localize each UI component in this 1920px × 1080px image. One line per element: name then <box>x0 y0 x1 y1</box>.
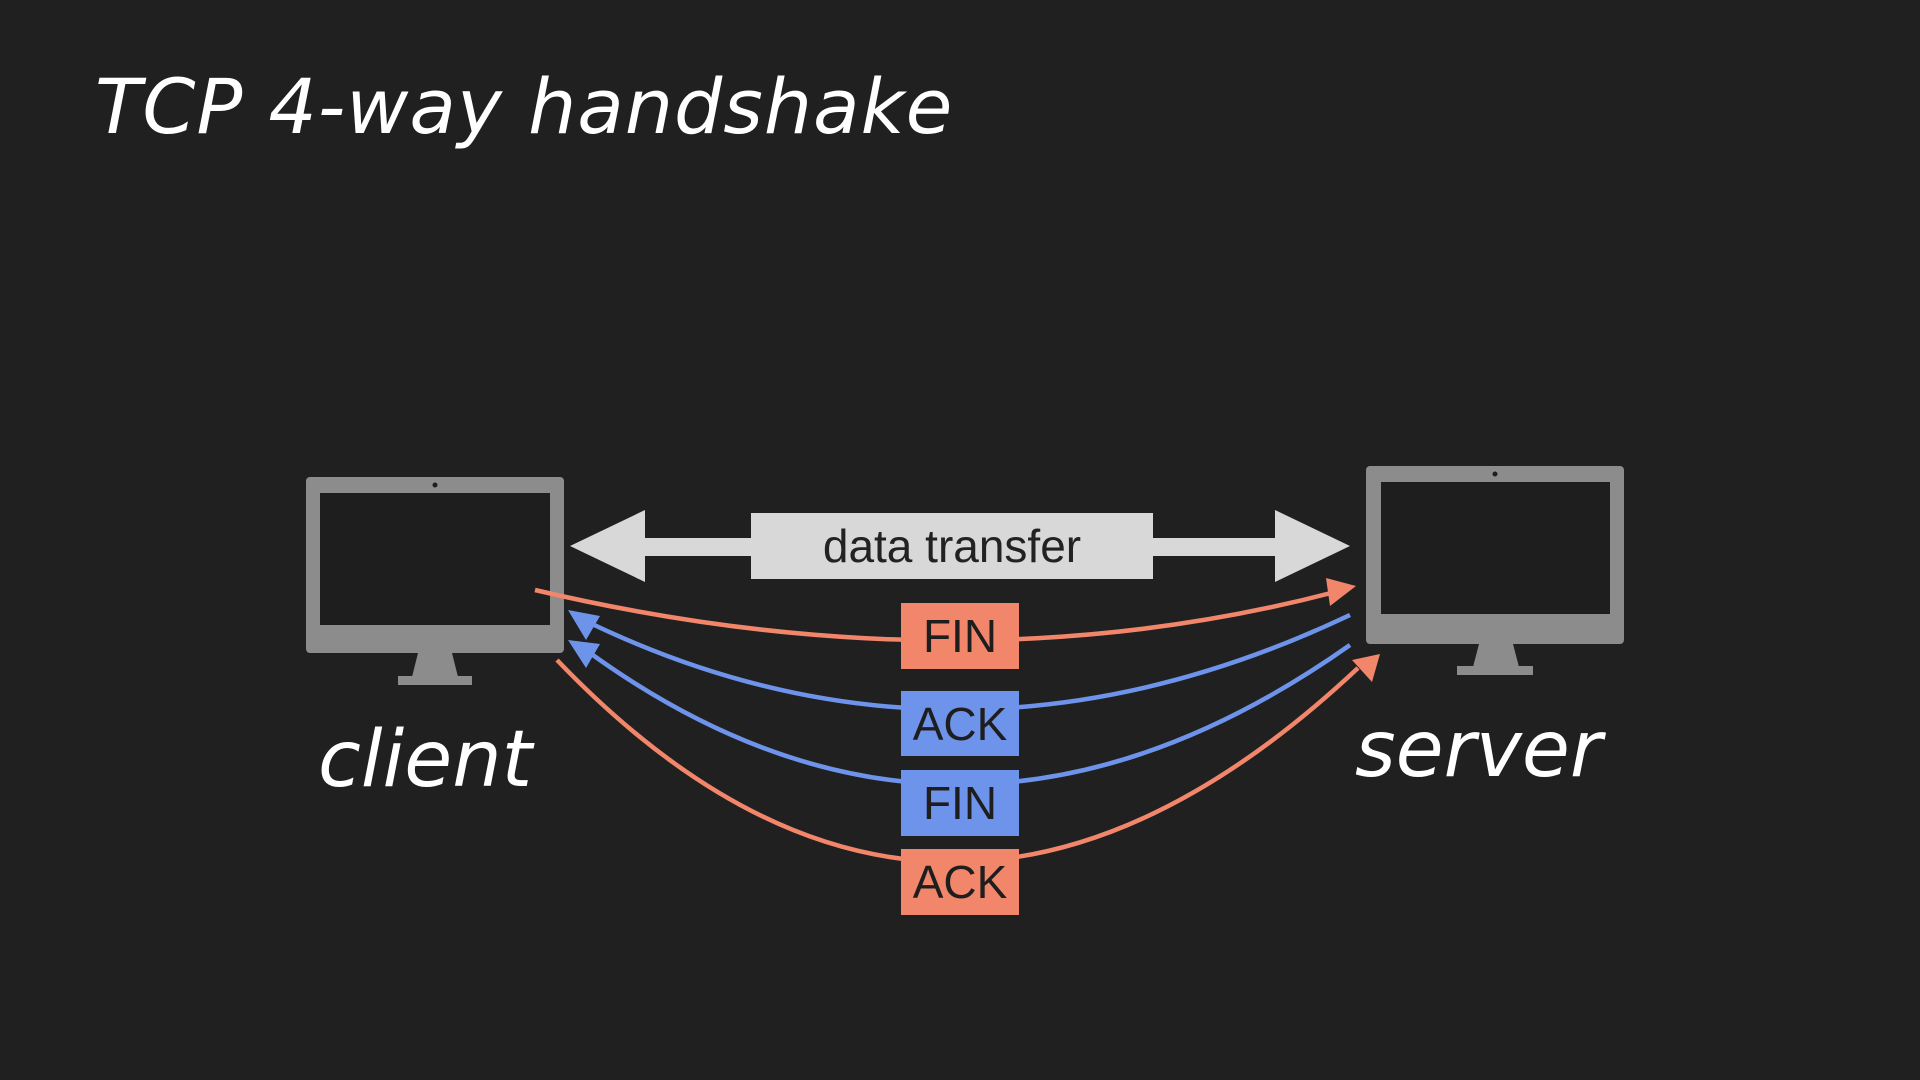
message-fin-1: FIN <box>901 603 1019 669</box>
data-transfer-arrow: data transfer <box>570 510 1350 582</box>
message-ack-1: ACK <box>901 691 1019 756</box>
server-monitor-icon <box>1366 466 1624 675</box>
data-transfer-label: data transfer <box>823 520 1081 572</box>
message-ack-2: ACK <box>901 849 1019 915</box>
message-fin-2: FIN <box>901 770 1019 836</box>
slide-title: TCP 4-way handshake <box>95 62 954 151</box>
message-label: ACK <box>913 698 1008 750</box>
message-label: FIN <box>923 610 997 662</box>
message-label: FIN <box>923 777 997 829</box>
server-label: server <box>1355 705 1602 795</box>
client-monitor-icon <box>306 477 564 685</box>
message-label: ACK <box>913 856 1008 908</box>
client-label: client <box>318 715 533 805</box>
